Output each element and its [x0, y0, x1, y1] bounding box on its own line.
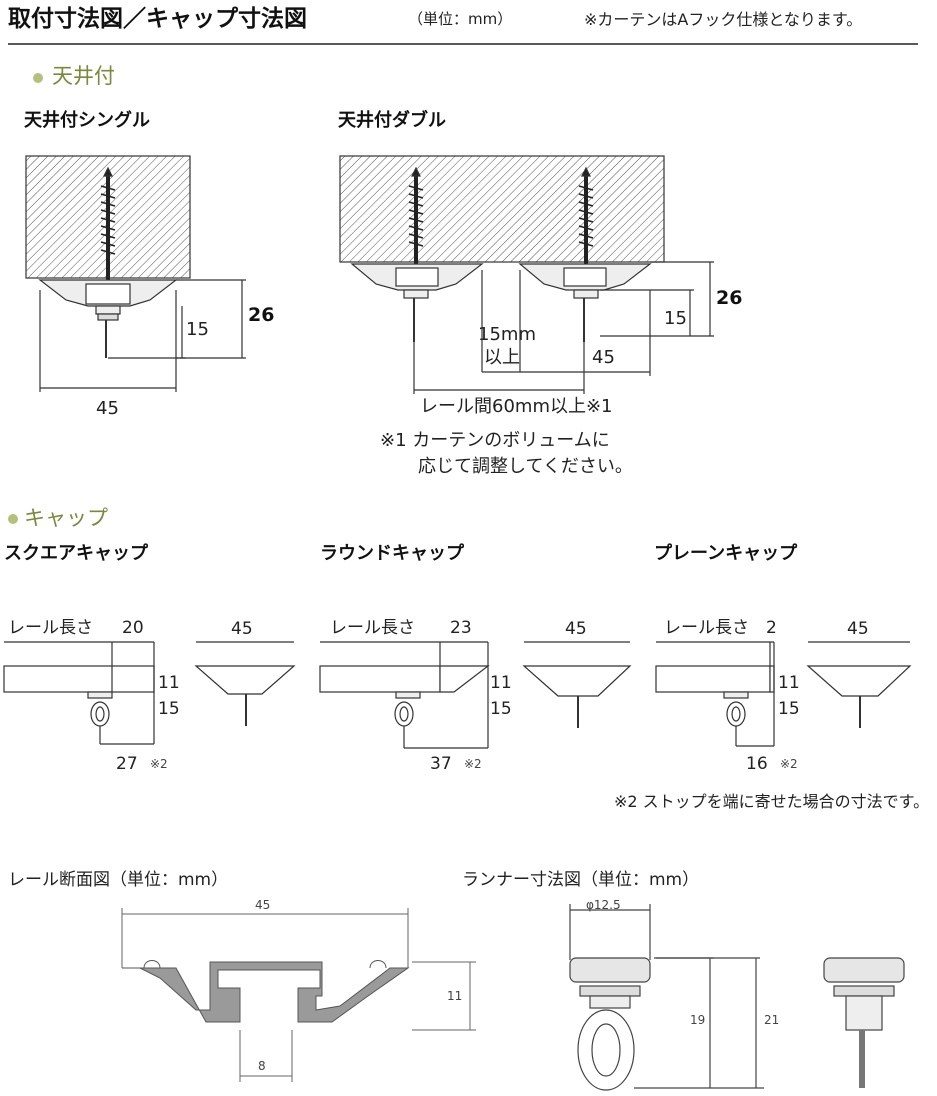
single-title: 天井付シングル	[24, 110, 150, 131]
runner-ring-inner	[591, 1023, 621, 1077]
round-cap-diagram	[319, 641, 632, 749]
note1-line2: 応じて調整してください。	[418, 456, 633, 477]
square-cap-diagram	[3, 641, 296, 745]
double-title: 天井付ダブル	[338, 110, 446, 131]
runner-title: ランナー寸法図（単位：mm）	[462, 870, 700, 890]
bullet-caps	[8, 514, 18, 524]
section-caps-title: キャップ	[24, 506, 108, 530]
rail-dim-8: 8	[258, 1059, 266, 1073]
note1-line1: ※1 カーテンのボリュームに	[380, 430, 610, 451]
bullet-ceiling	[33, 73, 43, 83]
rail-dim-11: 11	[447, 989, 463, 1003]
rail-dim-45: 45	[255, 898, 271, 912]
runner-ring-outer	[577, 1009, 635, 1091]
section-ceiling-title: 天井付	[52, 64, 115, 88]
square-rail-body	[3, 665, 155, 693]
double-dim-15: 15	[664, 308, 687, 329]
plain-dim-bottom: 16	[746, 754, 768, 774]
square-dim-15: 15	[158, 699, 180, 719]
plain-dim-11: 11	[778, 673, 800, 693]
double-gap-line2: 以上	[484, 347, 520, 368]
plain-cap-side	[806, 665, 912, 697]
single-dim-15: 15	[186, 319, 209, 340]
rail-section-title: レール断面図（単位：mm）	[8, 870, 229, 890]
double-dim-45: 45	[592, 347, 615, 368]
screw-double-left	[408, 166, 424, 266]
rail-section-shape	[122, 961, 410, 1023]
single-dim-45: 45	[96, 398, 119, 419]
runner-diagram	[569, 904, 905, 1091]
screw-single	[100, 166, 116, 282]
plain-dim-side: 45	[847, 619, 869, 639]
round-dim-side: 45	[565, 619, 587, 639]
rail-spacing-label: レール間60mm以上※1	[420, 396, 613, 417]
round-cap-title: ラウンドキャップ	[320, 543, 464, 564]
square-dim-top: 20	[122, 618, 144, 638]
plain-cap-diagram	[655, 641, 912, 747]
ceiling-single-diagram	[25, 155, 246, 392]
unit-label: （単位：mm）	[408, 10, 513, 28]
square-dim-side: 45	[231, 619, 253, 639]
runner-dim-dia: φ12.5	[586, 898, 621, 912]
rail-section-diagram	[121, 908, 476, 1082]
square-dim-bottom: 27	[116, 754, 138, 774]
plain-rail-body	[655, 665, 771, 693]
square-cap-title: スクエアキャップ	[4, 543, 148, 564]
plain-rail-length: レール長さ	[664, 618, 749, 638]
round-dim-top: 23	[450, 618, 472, 638]
runner-dim-19: 19	[690, 1013, 706, 1027]
page-title: 取付寸法図／キャップ寸法図	[8, 6, 307, 32]
note2: ※2 ストップを端に寄せた場合の寸法です。	[614, 792, 930, 811]
runner-dim-21: 21	[764, 1013, 780, 1027]
round-dim-11: 11	[490, 673, 512, 693]
runner-wheel	[569, 957, 651, 983]
screw-double-right	[578, 166, 594, 266]
round-dim-bottom: 37	[430, 754, 452, 774]
ceiling-double-diagram	[339, 155, 714, 394]
ceiling-slab-double	[339, 155, 665, 263]
plain-dim-top: 2	[766, 618, 777, 638]
double-dim-26: 26	[716, 287, 743, 309]
plain-cap-title: プレーンキャップ	[654, 543, 798, 564]
hook-note: ※カーテンはAフック仕様となります。	[584, 10, 863, 29]
round-dim-15: 15	[490, 699, 512, 719]
round-rail-body	[319, 665, 441, 693]
square-mark: ※2	[150, 757, 168, 771]
single-dim-26: 26	[248, 304, 275, 326]
round-rail-length: レール長さ	[330, 618, 415, 638]
plain-dim-15: 15	[778, 699, 800, 719]
round-mark: ※2	[464, 757, 482, 771]
square-dim-11: 11	[158, 673, 180, 693]
plain-mark: ※2	[780, 757, 798, 771]
round-cap-side	[522, 665, 632, 697]
square-rail-length: レール長さ	[8, 618, 93, 638]
double-gap-line1: 15mm	[478, 324, 536, 345]
square-cap-side	[194, 665, 296, 695]
runner-side-wheel	[823, 957, 905, 983]
